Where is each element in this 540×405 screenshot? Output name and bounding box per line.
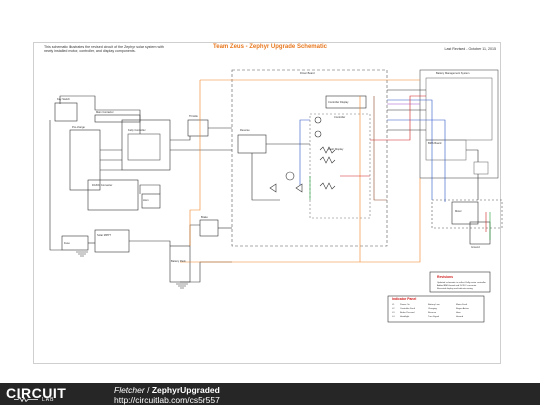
indicator-cell: Turn Signal: [428, 315, 440, 318]
label-throttle: Throttle: [189, 114, 198, 118]
revision-item: Rerouted display and indicator wiring: [437, 287, 474, 290]
brake-box: [199, 219, 219, 237]
label-controller: Controller: [334, 115, 345, 119]
precharge-bar: [94, 114, 141, 123]
label-ground: Ground: [471, 245, 480, 249]
key-switch-box: [54, 102, 78, 122]
dcdc-box: [87, 179, 139, 211]
schematic-description: This schematic illustrates the revised c…: [44, 45, 164, 54]
driver-board-region: [231, 69, 388, 247]
label-battery-pack: Battery Pack: [171, 259, 186, 263]
motor-region: [431, 199, 503, 229]
path-separator: /: [144, 385, 152, 395]
indicator-cell: Motor Fault: [456, 303, 467, 306]
revision-item: Added BMS board and DC/DC converter: [437, 284, 477, 287]
label-horn: Horn: [143, 198, 149, 202]
label-brake: Brake: [201, 215, 208, 219]
indicator-cell: Charging: [428, 307, 438, 310]
revisions-title: Revisions: [437, 275, 453, 279]
project-url[interactable]: http://circuitlab.com/cs5r557: [114, 395, 220, 405]
bms-inner-box: [425, 77, 493, 141]
label-main-contactor: Main Contactor: [96, 110, 114, 114]
indicator-cell: Headlight: [400, 315, 410, 318]
controller-inner-region: [309, 113, 371, 219]
relay-block: [69, 129, 101, 191]
kelly-controller-box: [121, 119, 171, 171]
indicator-cell: Horn: [456, 311, 462, 314]
label-battery-management: Battery Management System: [436, 71, 469, 75]
indicator-cell: L1: [392, 304, 395, 306]
display-module: [325, 95, 367, 109]
label-bms-board: BMS Board: [428, 141, 442, 145]
circuitlab-logo-lab: LAB: [42, 397, 55, 403]
horn-box: [141, 193, 161, 209]
indicator-cell: Brake Pressed: [400, 311, 415, 314]
label-kelly-controller: Kelly Controller: [128, 128, 146, 132]
bms-region: [419, 69, 499, 179]
revisions-box: [429, 271, 491, 293]
footer-bar: [0, 383, 540, 405]
label-dcdc: DC/DC Converter: [92, 183, 112, 187]
revision-item: Updated schematic to reflect Kelly motor…: [437, 281, 486, 284]
indicator-cell: L3: [392, 312, 395, 314]
revision-date: Last Revised - October 11, 2015: [444, 47, 496, 51]
label-dash-display: Dash Display: [328, 147, 344, 151]
indicator-cell: Regen Active: [456, 307, 470, 310]
indicator-cell: L4: [392, 316, 395, 318]
label-controller-display: Controller Display: [328, 100, 349, 104]
label-solar-mppt: Solar MPPT: [97, 233, 111, 237]
circuit-wave-icon: [14, 397, 38, 402]
indicator-cell: L2: [392, 308, 395, 310]
footer-title: Fletcher / ZephyrUpgraded: [114, 385, 220, 395]
author-link[interactable]: Fletcher: [114, 385, 145, 395]
label-fuse: Fuse: [64, 241, 70, 245]
indicator-cell: Battery Low: [428, 303, 440, 306]
ground-terminal: [469, 221, 491, 245]
schematic-title: Team Zeus - Zephyr Upgrade Schematic: [213, 44, 327, 50]
indicator-panel-title: Indicator Panel: [392, 297, 416, 301]
motor-box: [451, 201, 479, 225]
circuitlab-logo[interactable]: CIRCUIT: [6, 385, 67, 401]
schematic-sheet: [33, 42, 501, 364]
project-name[interactable]: ZephyrUpgraded: [151, 385, 220, 395]
indicator-cell: Controller Fault: [400, 307, 415, 310]
indicator-cell: Reverse: [428, 311, 437, 314]
indicator-cell: Hazard: [456, 315, 464, 318]
driver-chip: [237, 134, 267, 154]
battery-pack-box: [169, 245, 191, 283]
label-motor: Motor: [455, 209, 462, 213]
label-key-switch: Key Switch: [57, 97, 70, 101]
bms-small-box: [473, 161, 489, 175]
throttle-box: [187, 119, 209, 137]
label-precharge: Pre-charge: [72, 125, 85, 129]
controller-inner: [127, 133, 161, 161]
label-driver-board: Driver Board: [300, 71, 315, 75]
indicator-cell: Power On: [400, 303, 411, 306]
label-reverse: Reverse: [240, 128, 250, 132]
indicator-panel-box: [387, 295, 485, 323]
